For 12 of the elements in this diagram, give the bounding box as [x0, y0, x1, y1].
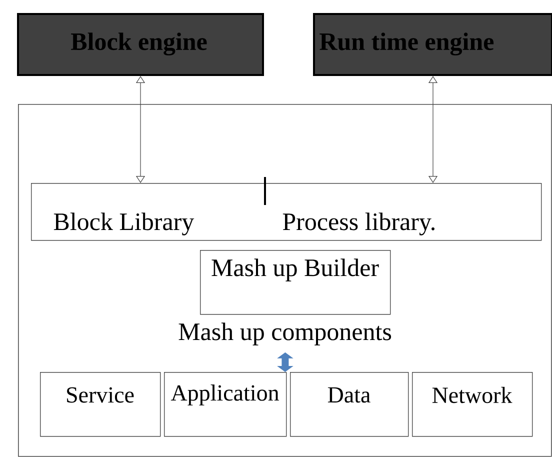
engine-box: Block engine — [17, 13, 264, 76]
arrow — [136, 76, 146, 183]
engine-box: Run time engine — [313, 13, 552, 76]
library-box: Block Library Process library. — [31, 177, 542, 241]
panel-frame — [18, 104, 552, 457]
builder-box: Mash up Builder — [200, 250, 391, 315]
component-box: Data — [290, 372, 409, 437]
component-box: Application — [164, 372, 287, 437]
component-box: Service — [40, 372, 161, 437]
arrow — [428, 76, 438, 183]
component-box: Network — [412, 372, 533, 437]
heading-text: Mash up components — [178, 322, 392, 346]
